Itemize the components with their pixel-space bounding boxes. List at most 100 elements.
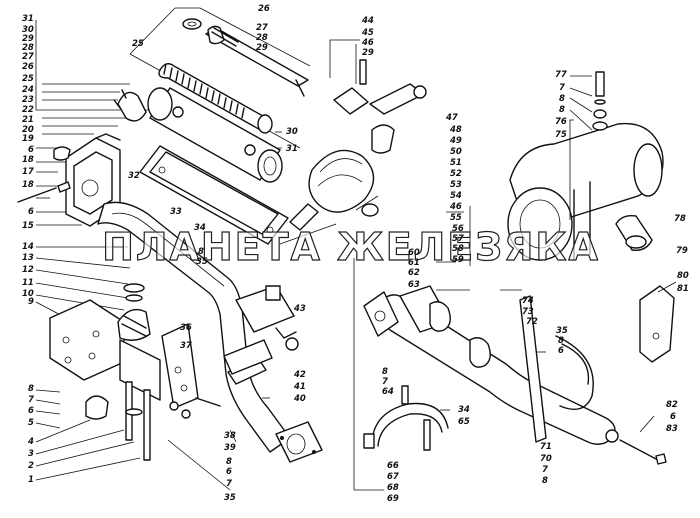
callout-31: 31 — [22, 14, 34, 24]
callout-15: 15 — [22, 221, 34, 231]
callout-77: 77 — [555, 70, 567, 80]
callout-43: 43 — [294, 304, 306, 314]
callout-23: 23 — [22, 95, 34, 105]
callout-83: 83 — [666, 424, 678, 434]
callout-32: 32 — [128, 171, 140, 181]
callout-49: 49 — [450, 136, 462, 146]
callout-42: 42 — [294, 370, 306, 380]
callout-69: 69 — [387, 494, 399, 504]
callout-67: 67 — [387, 472, 399, 482]
callout-59: 59 — [452, 255, 464, 265]
callout-34: 34 — [194, 223, 206, 233]
callout-71: 71 — [540, 442, 552, 452]
watermark: ПЛАНЕТА ЖЕЛЕЗЯКА — [101, 224, 600, 269]
bracket-37 — [161, 323, 221, 419]
right-leader-lines — [167, 206, 655, 491]
callout-8: 8 — [382, 367, 388, 377]
callout-11: 11 — [22, 278, 34, 288]
callout-25: 25 — [132, 39, 144, 49]
intake-pipe — [363, 285, 667, 465]
callout-35: 35 — [196, 257, 208, 267]
callout-47: 47 — [446, 113, 458, 123]
callout-29: 29 — [22, 34, 34, 44]
callout-6: 6 — [226, 467, 232, 477]
callout-65: 65 — [458, 417, 470, 427]
callout-30: 30 — [286, 127, 298, 137]
callout-57: 57 — [452, 234, 464, 244]
callout-26: 26 — [22, 62, 34, 72]
callout-19: 19 — [22, 134, 34, 144]
callout-41: 41 — [294, 382, 306, 392]
callout-81: 81 — [677, 284, 689, 294]
callout-46: 46 — [450, 202, 462, 212]
callout-75: 75 — [555, 130, 567, 140]
callout-30: 30 — [22, 25, 34, 35]
callout-74: 74 — [522, 296, 534, 306]
callout-55: 55 — [450, 213, 462, 223]
lever-assembly — [279, 39, 427, 245]
exhaust-pipe — [97, 201, 323, 463]
callout-9: 9 — [28, 297, 34, 307]
callout-21: 21 — [22, 115, 34, 125]
callout-63: 63 — [408, 280, 420, 290]
callout-22: 22 — [22, 105, 34, 115]
callout-46: 46 — [362, 38, 374, 48]
callout-26: 26 — [258, 4, 270, 14]
callout-60: 60 — [408, 248, 420, 258]
callout-28: 28 — [256, 33, 268, 43]
callout-35: 35 — [556, 326, 568, 336]
callout-80: 80 — [677, 271, 689, 281]
callout-45: 45 — [362, 28, 374, 38]
callout-79: 79 — [676, 246, 688, 256]
callout-29: 29 — [362, 48, 374, 58]
callout-70: 70 — [540, 454, 552, 464]
callout-64: 64 — [382, 387, 394, 397]
callout-38: 38 — [224, 431, 236, 441]
callout-8: 8 — [226, 457, 232, 467]
callout-73: 73 — [522, 307, 534, 317]
callout-8: 8 — [558, 336, 564, 346]
callout-35: 35 — [224, 493, 236, 503]
small-bracket — [639, 281, 677, 363]
callout-78: 78 — [674, 214, 686, 224]
callout-2: 2 — [28, 461, 34, 471]
callout-8: 8 — [28, 384, 34, 394]
callout-48: 48 — [450, 125, 462, 135]
callout-58: 58 — [452, 244, 464, 254]
callout-40: 40 — [294, 394, 306, 404]
callout-18: 18 — [22, 180, 34, 190]
callout-66: 66 — [387, 461, 399, 471]
callout-31: 31 — [286, 144, 298, 154]
callout-18: 18 — [22, 155, 34, 165]
callout-6: 6 — [558, 346, 564, 356]
engine-mount — [49, 283, 161, 461]
callout-54: 54 — [450, 191, 462, 201]
callout-76: 76 — [555, 117, 567, 127]
callout-6: 6 — [28, 145, 34, 155]
callout-25: 25 — [22, 74, 34, 84]
callout-44: 44 — [362, 16, 374, 26]
callout-6: 6 — [28, 406, 34, 416]
callout-14: 14 — [22, 242, 34, 252]
callout-7: 7 — [28, 395, 34, 405]
callout-51: 51 — [450, 158, 462, 168]
callout-12: 12 — [22, 265, 34, 275]
callout-5: 5 — [28, 418, 34, 428]
callout-3: 3 — [28, 449, 34, 459]
cooler-tube-assembly — [113, 87, 289, 245]
callout-27: 27 — [22, 52, 34, 62]
callout-8: 8 — [559, 105, 565, 115]
callout-8: 8 — [542, 476, 548, 486]
callout-29: 29 — [256, 43, 268, 53]
air-filter — [507, 71, 664, 261]
callout-37: 37 — [180, 341, 192, 351]
band-clamp — [363, 385, 449, 451]
callout-50: 50 — [450, 147, 462, 157]
callout-36: 36 — [180, 323, 192, 333]
callout-61: 61 — [408, 258, 420, 268]
callout-33: 33 — [170, 207, 182, 217]
callout-27: 27 — [256, 23, 268, 33]
callout-7: 7 — [542, 465, 548, 475]
